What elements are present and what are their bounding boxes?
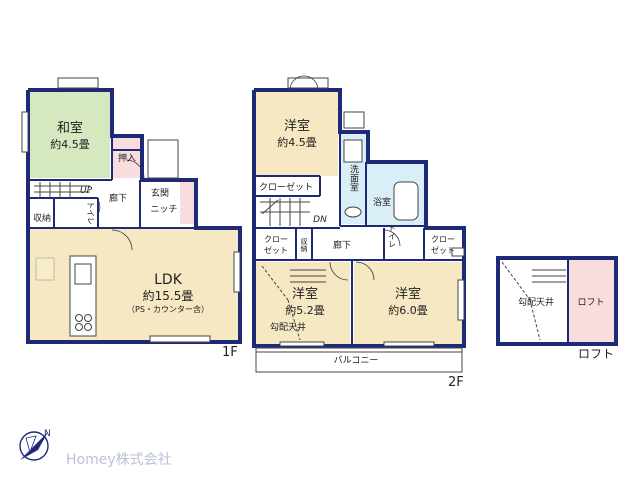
- youshitsu-a-size: 約4.5畳: [277, 135, 317, 149]
- genkan-niche: [180, 180, 194, 224]
- closet-b: [256, 230, 296, 260]
- first-floor-plan: 和室 約4.5畳 押入 UP 廊下 玄関 ニッチ 収納 トイレ LDK 約15.…: [21, 77, 242, 360]
- youshitsu-a-name: 洋室: [284, 118, 310, 134]
- loft-slope-area: [500, 260, 568, 342]
- floor-label-2f: 2F: [448, 375, 464, 390]
- loft-slope-label: 勾配天井: [518, 296, 554, 308]
- oshiire-label: 押入: [118, 152, 136, 164]
- closet-a-label: クローゼット: [259, 181, 313, 193]
- youshitsu-c-name: 洋室: [395, 286, 421, 302]
- loft-room-label: ロフト: [577, 298, 604, 308]
- toilet-1f-label: トイレ: [86, 201, 95, 225]
- genkan-label: 玄関: [151, 187, 169, 199]
- youshitsu-a-room: [256, 92, 338, 176]
- washitsu-size: 約4.5畳: [50, 137, 90, 151]
- slope-ceiling-steps: [261, 265, 326, 341]
- second-floor-plan: 洋室 約4.5畳 クローゼット 洗面室 浴室 DN クロー ゼット 収納 廊下 …: [252, 75, 466, 390]
- storage-1f: [32, 198, 54, 228]
- rouka-2f-label: 廊下: [333, 239, 351, 251]
- ldk-note: （PS・カウンター含）: [127, 304, 209, 314]
- compass-icon: N: [19, 429, 51, 461]
- closet-b-label-1: クロー: [264, 235, 288, 244]
- company-name: Homey株式会社: [66, 452, 172, 468]
- closet-c-label-1: クロー: [431, 235, 455, 244]
- loft-room: [568, 260, 614, 342]
- ldk-name: LDK: [154, 272, 183, 288]
- ldk-size: 約15.5畳: [143, 288, 194, 303]
- yokushitsu-label: 浴室: [373, 196, 391, 208]
- washitsu-room: [30, 90, 110, 178]
- company-logo: N Homey株式会社: [19, 429, 172, 468]
- youshitsu-c-size: 約6.0畳: [388, 303, 428, 317]
- closet-c-label-2: ゼット: [431, 245, 455, 255]
- storage-2f-label: 収納: [300, 238, 308, 253]
- youshitsu-c-room: [354, 262, 462, 344]
- senmenshitsu-label: 洗面室: [348, 163, 359, 191]
- rouka-1f-label: 廊下: [109, 192, 127, 204]
- floor-label-loft: ロフト: [578, 347, 614, 361]
- youshitsu-b-size: 約5.2畳: [285, 303, 325, 317]
- closet-a: [256, 176, 318, 196]
- kitchen-counter: [69, 255, 97, 337]
- ldk-counter-box: [35, 257, 55, 281]
- storage-1f-label: 収納: [33, 212, 51, 224]
- dn-label: DN: [313, 215, 327, 225]
- oshiire-closet: [112, 135, 140, 178]
- washitsu-name: 和室: [57, 120, 83, 136]
- closet-b-label-2: ゼット: [264, 245, 288, 255]
- balcony-label: バルコニー: [334, 355, 379, 366]
- toilet-2f-label: トイレ: [388, 224, 397, 248]
- floor-label-1f: 1F: [222, 345, 238, 360]
- youshitsu-b-note: 勾配天井: [270, 321, 306, 333]
- niche-label: ニッチ: [150, 204, 177, 215]
- ldk-room: [30, 228, 238, 340]
- stairs-1f: [34, 182, 90, 198]
- toilet-1f: [55, 198, 97, 228]
- youshitsu-b-name: 洋室: [292, 286, 318, 302]
- svg-text:N: N: [44, 429, 51, 439]
- loft-ladder: [501, 261, 566, 341]
- stairs-2f: [260, 198, 310, 226]
- up-label: UP: [80, 186, 93, 196]
- loft-floor-plan: 勾配天井 ロフト ロフト: [496, 256, 618, 361]
